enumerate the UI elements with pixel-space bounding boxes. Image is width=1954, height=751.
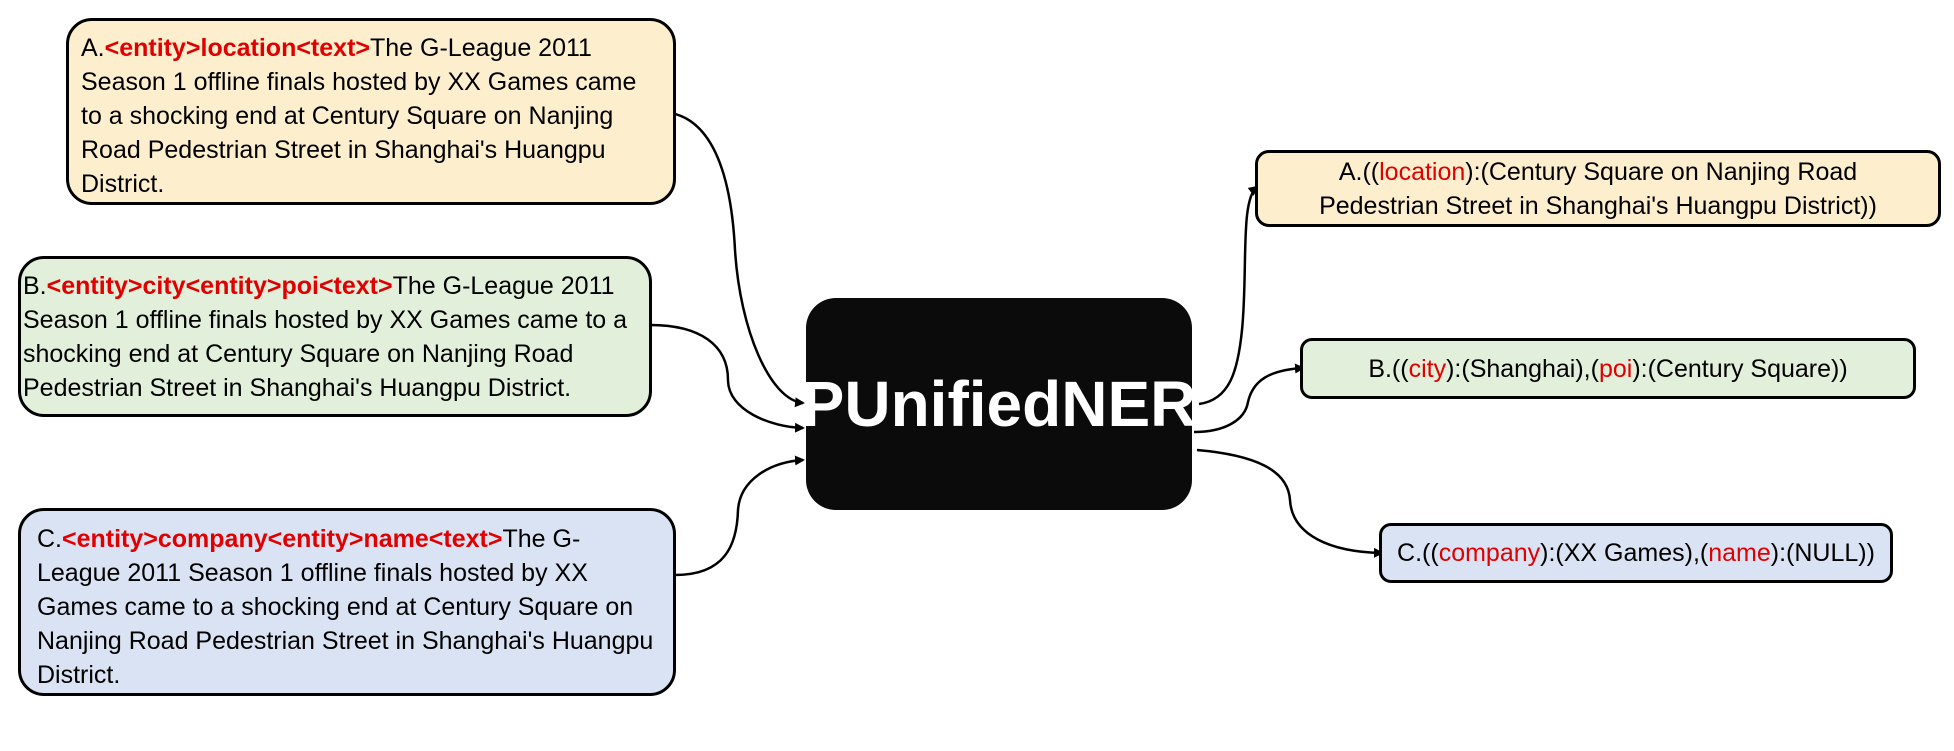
input-c-tags: <entity>company<entity>name<text> (62, 525, 503, 553)
output-box-b: B.((city):(Shanghai),(poi):(Century Squa… (1300, 338, 1916, 399)
input-b-tags: <entity>city<entity>poi<text> (46, 272, 393, 300)
input-a-prefix: A. (81, 34, 105, 62)
output-b-type-poi: poi (1598, 354, 1633, 383)
input-c-text: The G-League 2011 Season 1 offline final… (37, 525, 654, 689)
output-b-value-city: ):(Shanghai),( (1446, 354, 1599, 383)
input-a-tags: <entity>location<text> (104, 34, 370, 62)
input-a-text: The G-League 2011 Season 1 offline final… (81, 34, 637, 198)
output-b-value-poi: ):(Century Square)) (1632, 354, 1848, 383)
output-c-value-name: ):(NULL)) (1770, 539, 1875, 567)
output-c-type-company: company (1438, 539, 1541, 567)
arrow-a-to-center (659, 110, 805, 408)
arrow-center-to-a (1198, 185, 1259, 406)
output-box-c: C.((company):(XX Games),(name):(NULL)) (1379, 523, 1893, 583)
input-b-prefix: B. (23, 272, 47, 300)
arrow-center-to-c (1196, 448, 1384, 558)
arrow-center-to-b (1193, 363, 1305, 434)
output-c-type-name: name (1708, 539, 1771, 567)
output-a-prefix: A.(( (1338, 157, 1380, 186)
arrow-b-to-center (649, 323, 805, 433)
output-b-type-city: city (1408, 354, 1447, 383)
input-box-c: C.<entity>company<entity>name<text>The G… (18, 508, 676, 696)
input-b-text: The G-League 2011 Season 1 offline final… (23, 272, 628, 402)
output-c-prefix: C.(( (1397, 539, 1439, 567)
output-a-type-location: location (1379, 157, 1466, 186)
input-box-b: B.<entity>city<entity>poi<text>The G-Lea… (18, 256, 652, 417)
arrow-c-to-center (674, 455, 805, 577)
model-title: PUnifiedNER (801, 368, 1197, 440)
output-box-a: A.((location):(Century Square on Nanjing… (1255, 150, 1941, 227)
output-a-value-location: ):(Century Square on Nanjing Road Pedest… (1319, 157, 1877, 220)
output-c-value-company: ):(XX Games),( (1540, 539, 1709, 567)
output-b-prefix: B.(( (1368, 354, 1409, 383)
model-node: PUnifiedNER (802, 298, 1196, 510)
input-c-prefix: C. (37, 525, 62, 553)
input-box-a: A.<entity>location<text>The G-League 201… (66, 18, 676, 205)
